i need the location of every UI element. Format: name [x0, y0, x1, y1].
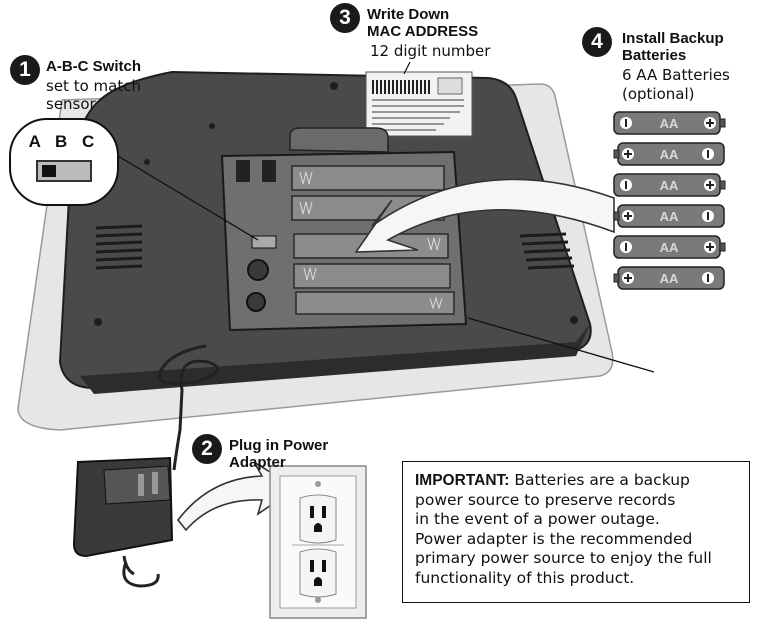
aa-battery: AA: [613, 173, 726, 197]
step-4-subtitle-line-1: 6 AA Batteries: [622, 66, 730, 84]
aa-battery-label: AA: [660, 209, 679, 224]
aa-battery: AA: [613, 111, 726, 135]
important-note: IMPORTANT: Batteries are a backup power …: [402, 461, 750, 603]
aa-battery-label: AA: [660, 147, 679, 162]
important-text-3: in the event of a power outage.: [415, 510, 660, 528]
aa-battery-label: AA: [660, 116, 679, 131]
step-4-title-line-2: Batteries: [622, 47, 687, 64]
wall-outlet: [269, 465, 367, 619]
screw-hole: [144, 159, 150, 165]
step-1-subtitle-line-2: sensor: [46, 95, 96, 113]
important-text-1: Batteries are a backup: [514, 471, 690, 489]
fcc-mark: [437, 77, 463, 95]
step-4-subtitle-line-2: (optional): [622, 85, 695, 103]
reset-button: [247, 259, 269, 281]
power-cord: [157, 344, 220, 471]
step-2-title-line-2: Adapter: [229, 454, 286, 471]
step-1-title: A-B-C Switch: [46, 58, 141, 75]
important-heading: IMPORTANT:: [415, 472, 510, 489]
battery-slots: [291, 165, 455, 315]
step-3-title-line-1: Write Down: [367, 6, 450, 23]
step-1-subtitle-line-1: set to match: [46, 77, 141, 95]
important-text-6: functionality of this product.: [415, 568, 635, 587]
aa-battery: AA: [613, 266, 725, 290]
step-3-subtitle: 12 digit number: [370, 42, 491, 60]
power-adapter: [72, 456, 174, 588]
step-1-number: 1: [10, 55, 40, 85]
power-jack: [262, 160, 276, 182]
kickstand: [289, 127, 389, 153]
step-2-title-line-1: Plug in Power: [229, 437, 329, 454]
left-vent: [95, 224, 143, 270]
abc-switch-callout: A B C: [9, 118, 119, 206]
important-text-4: Power adapter is the recommended: [415, 529, 693, 548]
step-3-number: 3: [330, 3, 360, 33]
aa-battery: AA: [613, 235, 726, 259]
important-text-2: power source to preserve records: [415, 490, 676, 509]
screw-hole: [209, 123, 215, 129]
sensor-button: [246, 292, 266, 312]
screw-hole: [94, 318, 102, 326]
important-line-1: IMPORTANT: Batteries are a backup: [415, 471, 739, 491]
step-2-number: 2: [192, 434, 222, 464]
aa-battery: AA: [613, 204, 725, 228]
aa-battery: AA: [613, 142, 725, 166]
install-arrow: [354, 178, 615, 253]
abc-switch-letters: A B C: [28, 132, 100, 151]
aa-battery-label: AA: [660, 178, 679, 193]
step-4-title-line-1: Install Backup: [622, 30, 724, 47]
aa-battery-label: AA: [660, 271, 679, 286]
screw-hole: [330, 82, 338, 90]
right-vent: [519, 232, 575, 270]
screw-hole: [570, 316, 578, 324]
aa-battery-label: AA: [660, 240, 679, 255]
abc-switch-physical: [251, 235, 277, 249]
abc-switch-knob: [42, 165, 56, 177]
mac-barcode: [372, 80, 432, 94]
step-3-title-line-2: MAC ADDRESS: [367, 23, 479, 40]
usb-port: [236, 160, 250, 182]
battery-springs: [299, 171, 443, 310]
step-4-number: 4: [582, 27, 612, 57]
important-text-5: primary power source to enjoy the full: [415, 549, 712, 567]
battery-stack: AA AA AA AA AA AA: [613, 111, 726, 290]
abc-switch-slider: [36, 160, 92, 182]
